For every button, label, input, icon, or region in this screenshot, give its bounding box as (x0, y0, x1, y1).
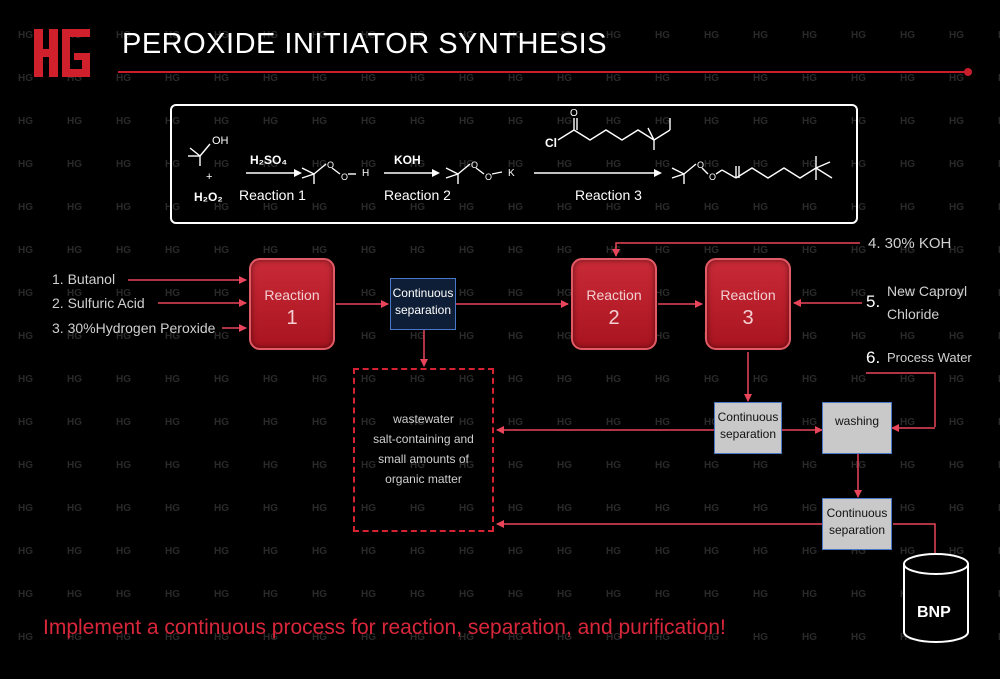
input-hydrogen-peroxide: 3. 30%Hydrogen Peroxide (52, 320, 216, 336)
separator-1-line1: Continuous (392, 286, 454, 300)
wastewater-box: wastewater salt-containing and small amo… (353, 368, 494, 532)
input-caproyl-number: 5. (866, 292, 881, 311)
intermediate-1-o1: O (327, 160, 334, 170)
reaction-scheme: OH + H₂O₂ H₂SO₄ O O H KOH O O K Cl O O O… (188, 108, 833, 204)
page-title: PEROXIDE INITIATOR SYNTHESIS (122, 28, 608, 60)
input-caproyl-line2: Chloride (887, 306, 940, 322)
title-rule (118, 71, 968, 73)
intermediate-2-o2: O (485, 172, 492, 182)
input-water-number: 6. (866, 348, 881, 367)
separator-3[interactable]: Continuous separation (822, 498, 892, 550)
reaction-scheme-box (170, 104, 858, 224)
reaction-1-label: Reaction 1 (239, 187, 306, 203)
reactant-h2o2-label: H₂O₂ (194, 190, 223, 204)
separator-2-line1: Continuous (717, 410, 779, 424)
product-o1: O (697, 160, 704, 170)
input-process-water: Process Water (887, 350, 972, 365)
separator-2[interactable]: Continuous separation (714, 402, 782, 454)
bnp-drum-icon (903, 553, 969, 643)
waste-line-3: small amounts of (378, 452, 469, 466)
plus-sign: + (206, 171, 212, 183)
intermediate-2-k: K (508, 168, 515, 179)
acyl-chloride-cl: Cl (545, 136, 557, 150)
reactor-1-name: Reaction (264, 287, 320, 303)
waste-line-4: organic matter (385, 472, 462, 486)
reactor-1[interactable]: Reaction 1 (249, 258, 335, 350)
waste-line-2: salt-containing and (373, 432, 474, 446)
waste-line-1: wastewater (393, 412, 454, 426)
input-butanol: 1. Butanol (52, 271, 116, 287)
input-sulfuric-acid: 2. Sulfuric Acid (52, 295, 145, 311)
washing-unit[interactable]: washing (822, 402, 892, 454)
reactor-3-name: Reaction (720, 287, 776, 303)
separator-2-line2: separation (719, 427, 777, 441)
input-caproyl-line1: New Caproyl (887, 283, 968, 299)
reactor-2[interactable]: Reaction 2 (571, 258, 657, 350)
acyl-chloride-o: O (570, 108, 578, 119)
reactant-oh-label: OH (212, 135, 229, 147)
reaction-2-label: Reaction 2 (384, 187, 451, 203)
separator-1-line2: separation (394, 303, 452, 317)
intermediate-1-o2: O (341, 172, 348, 182)
reactor-2-name: Reaction (586, 287, 642, 303)
reaction-3-label: Reaction 3 (575, 187, 642, 203)
tagline: Implement a continuous process for react… (43, 616, 726, 639)
reagent-koh-label: KOH (394, 153, 421, 167)
separator-3-line1: Continuous (826, 506, 888, 520)
reactor-3-number: 3 (742, 307, 754, 329)
input-koh: 4. 30% KOH (868, 235, 952, 252)
company-logo (34, 29, 90, 77)
product-o2: O (709, 172, 716, 182)
washing-label: washing (834, 414, 880, 428)
reagent-h2so4-label: H₂SO₄ (250, 153, 287, 167)
reactor-3[interactable]: Reaction 3 (705, 258, 791, 350)
title-rule-dot (964, 68, 972, 76)
intermediate-1-h: H (362, 168, 369, 179)
separator-3-line2: separation (828, 523, 886, 537)
intermediate-2-o1: O (471, 160, 478, 170)
reactor-1-number: 1 (286, 307, 298, 329)
separator-1[interactable]: Continuous separation (390, 278, 456, 330)
reactor-2-number: 2 (608, 307, 620, 329)
product-bnp-label: BNP (917, 604, 951, 621)
